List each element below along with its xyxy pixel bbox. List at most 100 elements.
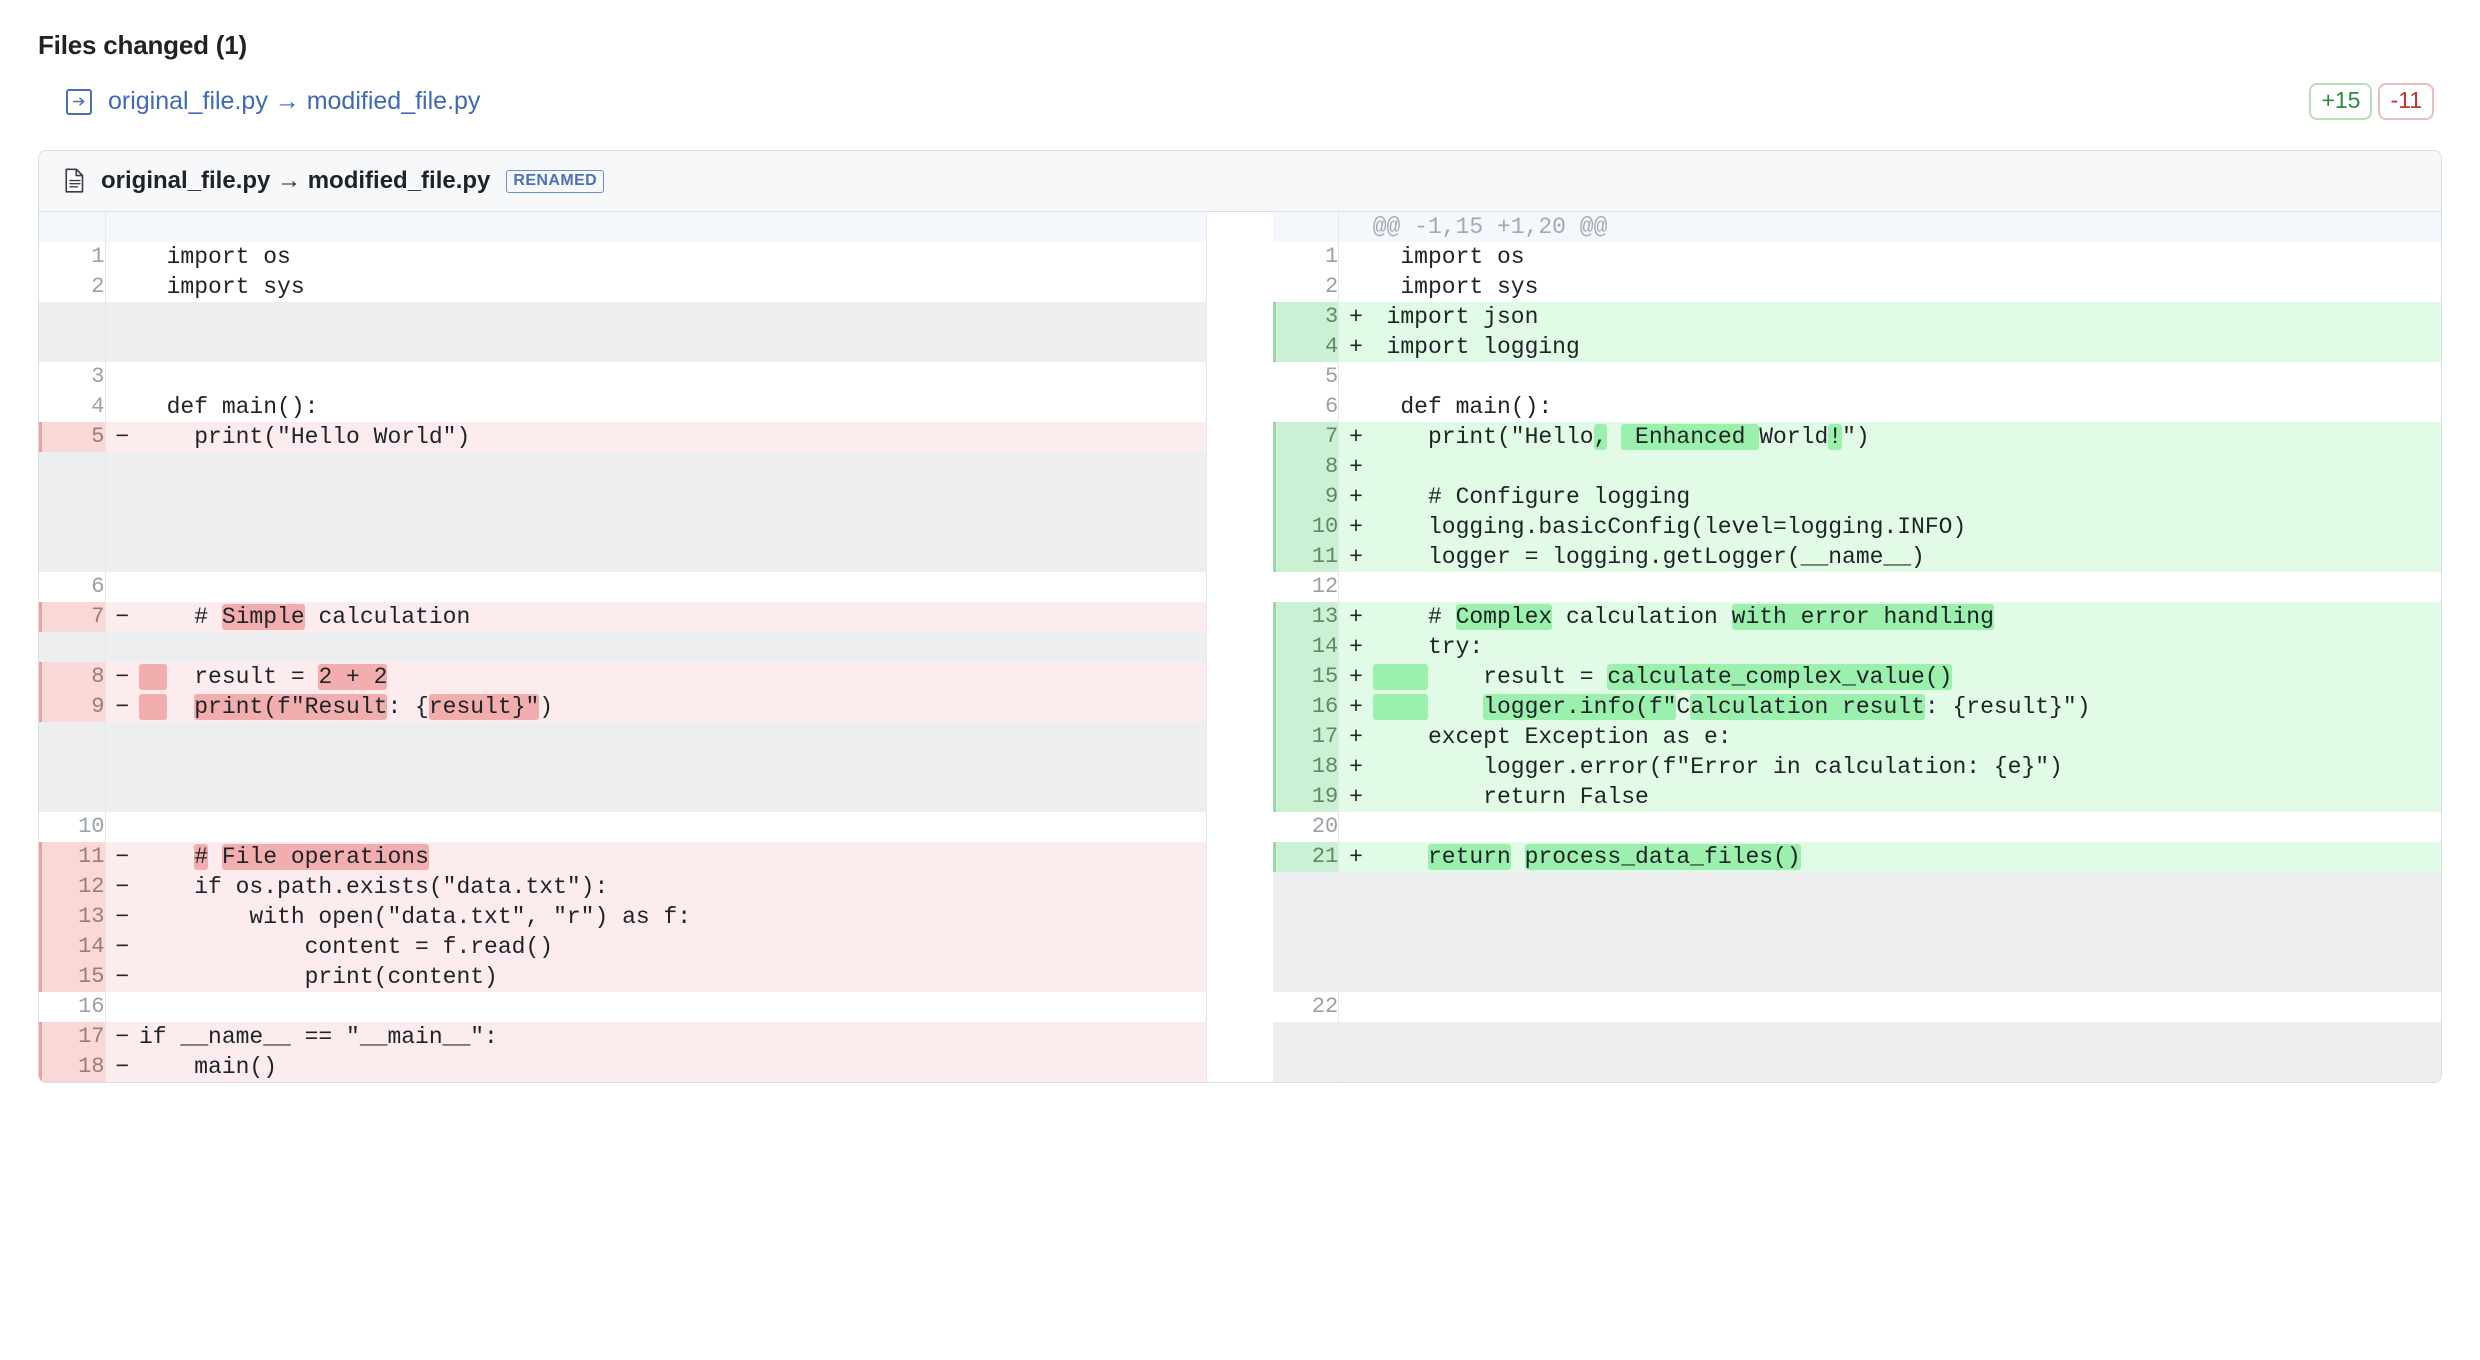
right-line-number[interactable]	[1272, 212, 1340, 243]
left-line-number[interactable]: 10	[39, 812, 106, 843]
left-line-number[interactable]: 17	[39, 1022, 106, 1053]
right-code[interactable]: try:	[1372, 632, 2441, 663]
left-code[interactable]	[139, 722, 1207, 753]
left-code[interactable]: # Simple calculation	[139, 602, 1207, 633]
left-line-number[interactable]: 5	[39, 422, 106, 453]
right-code[interactable]: logging.basicConfig(level=logging.INFO)	[1372, 512, 2441, 543]
left-code[interactable]	[139, 572, 1207, 603]
right-code[interactable]: print("Hello, Enhanced World!")	[1372, 422, 2441, 453]
right-code[interactable]: import sys	[1372, 272, 2441, 303]
left-line-number[interactable]	[39, 212, 106, 243]
left-line-number[interactable]: 4	[39, 392, 106, 423]
left-line-number[interactable]	[39, 302, 106, 333]
left-line-number[interactable]	[39, 482, 106, 513]
left-line-number[interactable]	[39, 752, 106, 783]
right-code[interactable]: logger.error(f"Error in calculation: {e}…	[1372, 752, 2441, 783]
right-code[interactable]: except Exception as e:	[1372, 722, 2441, 753]
right-line-number[interactable]: 12	[1272, 572, 1340, 603]
right-line-number[interactable]: 4	[1272, 332, 1340, 363]
right-line-number[interactable]: 21	[1272, 842, 1340, 873]
left-code[interactable]: import os	[139, 242, 1207, 273]
right-line-number[interactable]: 2	[1272, 272, 1340, 303]
right-code[interactable]: return process_data_files()	[1372, 842, 2441, 873]
right-line-number[interactable]	[1272, 962, 1340, 993]
left-code[interactable]	[139, 542, 1207, 573]
right-line-number[interactable]: 19	[1272, 782, 1340, 813]
left-code[interactable]	[139, 332, 1207, 363]
right-code[interactable]: import json	[1372, 302, 2441, 333]
right-line-number[interactable]: 15	[1272, 662, 1340, 693]
right-code[interactable]	[1372, 1022, 2441, 1053]
left-code[interactable]	[139, 632, 1207, 663]
left-code[interactable]: if __name__ == "__main__":	[139, 1022, 1207, 1053]
right-line-number[interactable]: 17	[1272, 722, 1340, 753]
left-line-number[interactable]	[39, 722, 106, 753]
right-line-number[interactable]: 18	[1272, 752, 1340, 783]
left-code[interactable]: main()	[139, 1052, 1207, 1083]
left-code[interactable]: if os.path.exists("data.txt"):	[139, 872, 1207, 903]
right-line-number[interactable]: 14	[1272, 632, 1340, 663]
left-code[interactable]	[139, 752, 1207, 783]
right-line-number[interactable]: 13	[1272, 602, 1340, 633]
right-code[interactable]: result = calculate_complex_value()	[1372, 662, 2441, 693]
left-line-number[interactable]: 2	[39, 272, 106, 303]
left-code[interactable]: # File operations	[139, 842, 1207, 873]
right-code[interactable]: import os	[1372, 242, 2441, 273]
right-code[interactable]: # Complex calculation with error handlin…	[1372, 602, 2441, 633]
right-code[interactable]	[1372, 932, 2441, 963]
right-code[interactable]: logger.info(f"Calculation result: {resul…	[1372, 692, 2441, 723]
left-code[interactable]: def main():	[139, 392, 1207, 423]
left-line-number[interactable]	[39, 782, 106, 813]
left-line-number[interactable]: 3	[39, 362, 106, 393]
left-code[interactable]: print("Hello World")	[139, 422, 1207, 453]
left-line-number[interactable]: 12	[39, 872, 106, 903]
left-code[interactable]: content = f.read()	[139, 932, 1207, 963]
right-line-number[interactable]: 9	[1272, 482, 1340, 513]
right-line-number[interactable]: 1	[1272, 242, 1340, 273]
left-code[interactable]	[139, 362, 1207, 393]
right-code[interactable]: logger = logging.getLogger(__name__)	[1372, 542, 2441, 573]
right-line-number[interactable]: 16	[1272, 692, 1340, 723]
left-line-number[interactable]: 9	[39, 692, 106, 723]
left-line-number[interactable]: 1	[39, 242, 106, 273]
right-code[interactable]: import logging	[1372, 332, 2441, 363]
right-code[interactable]	[1372, 872, 2441, 903]
right-line-number[interactable]: 7	[1272, 422, 1340, 453]
left-line-number[interactable]	[39, 632, 106, 663]
left-code[interactable]	[139, 482, 1207, 513]
right-code[interactable]	[1372, 902, 2441, 933]
left-line-number[interactable]: 18	[39, 1052, 106, 1083]
left-code[interactable]: result = 2 + 2	[139, 662, 1207, 693]
left-code[interactable]	[139, 212, 1207, 243]
left-line-number[interactable]: 7	[39, 602, 106, 633]
right-code[interactable]: @@ -1,15 +1,20 @@	[1372, 212, 2441, 243]
left-line-number[interactable]: 6	[39, 572, 106, 603]
left-line-number[interactable]	[39, 512, 106, 543]
right-code[interactable]	[1372, 452, 2441, 483]
right-line-number[interactable]: 8	[1272, 452, 1340, 483]
right-code[interactable]	[1372, 1052, 2441, 1083]
right-code[interactable]	[1372, 812, 2441, 843]
left-code[interactable]: print(content)	[139, 962, 1207, 993]
right-code[interactable]	[1372, 572, 2441, 603]
right-line-number[interactable]: 22	[1272, 992, 1340, 1023]
left-line-number[interactable]: 14	[39, 932, 106, 963]
left-code[interactable]	[139, 782, 1207, 813]
right-line-number[interactable]: 5	[1272, 362, 1340, 393]
right-line-number[interactable]: 3	[1272, 302, 1340, 333]
right-code[interactable]	[1372, 992, 2441, 1023]
left-line-number[interactable]: 8	[39, 662, 106, 693]
right-line-number[interactable]	[1272, 932, 1340, 963]
right-line-number[interactable]	[1272, 1052, 1340, 1083]
right-line-number[interactable]: 6	[1272, 392, 1340, 423]
left-line-number[interactable]: 16	[39, 992, 106, 1023]
right-line-number[interactable]	[1272, 902, 1340, 933]
right-line-number[interactable]: 20	[1272, 812, 1340, 843]
left-code[interactable]: import sys	[139, 272, 1207, 303]
right-line-number[interactable]	[1272, 872, 1340, 903]
right-code[interactable]: return False	[1372, 782, 2441, 813]
file-summary-link[interactable]: original_file.py → modified_file.py	[108, 87, 481, 116]
left-line-number[interactable]: 13	[39, 902, 106, 933]
right-line-number[interactable]	[1272, 1022, 1340, 1053]
left-code[interactable]: with open("data.txt", "r") as f:	[139, 902, 1207, 933]
